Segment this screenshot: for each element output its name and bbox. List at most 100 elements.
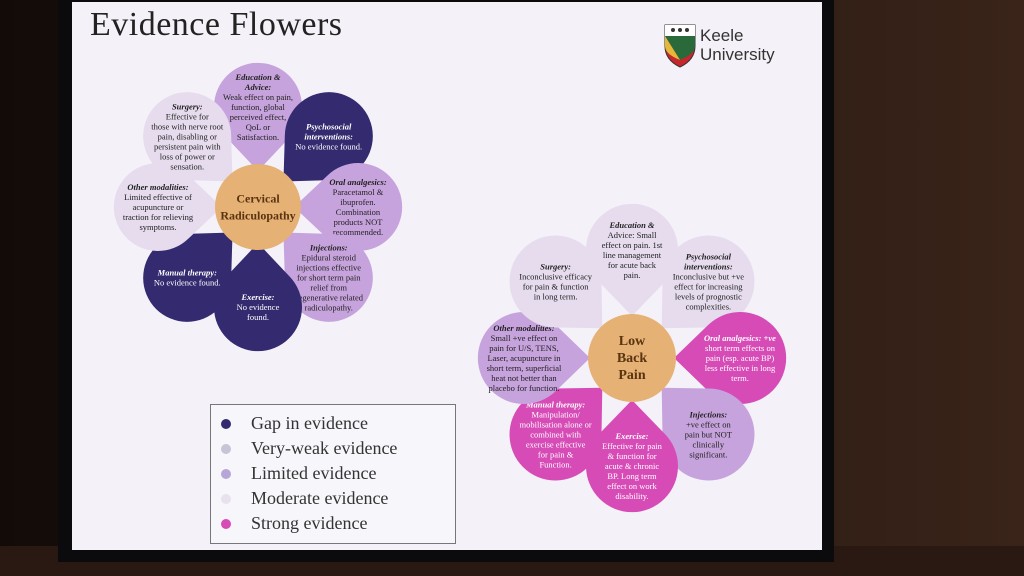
petal-text: short term, superficial [487,363,562,373]
legend-item: Limited evidence [221,461,376,486]
petal-title: Surgery: [172,101,203,111]
petal-text: persistent pain with [154,141,221,151]
legend-swatch [221,493,231,504]
petal-text: Paracetamol & [333,187,384,197]
petal-shape [283,232,373,322]
evidence-flowers-diagram: Education &Advice:Weak effect on pain,fu… [113,62,787,513]
petal-text: in long term. [534,292,578,302]
petal-text: Function. [539,459,571,469]
keele-logo-text: Keele University [700,26,775,64]
petal-text: relief from [310,283,347,293]
petal-text: Limited effective of [124,192,192,202]
petal-title: Education & [608,220,654,230]
petal-title: interventions: [304,131,353,141]
petal-exercise: Exercise:Effective for pain& function fo… [586,400,678,513]
legend-label: Very-weak evidence [251,438,398,458]
legend-label: Limited evidence [251,463,377,483]
flower-centre [588,314,676,402]
petal-title: Oral analgesics: [329,177,387,187]
legend-item: Very-weak evidence [221,436,397,461]
petal-text: line management [603,250,662,260]
flower-cervical: Education &Advice:Weak effect on pain,fu… [113,62,403,352]
legend-swatch [221,443,231,454]
petal-text: pain, disabling or [158,131,217,141]
petal-text: less effective in long [705,363,776,373]
petal-title: Manual therapy: [525,399,585,409]
keele-logo: Keele University [664,24,784,76]
petal-shape [283,92,373,182]
petal-text: QoL or [246,122,271,132]
petal-text: symptoms. [139,222,176,232]
legend-swatch [221,468,231,479]
flower-centre-label: Radiculopathy [220,209,295,223]
petal-text: perceived effect, [230,112,286,122]
petal-title: Injections: [309,243,348,253]
petal-title: Injections: [688,409,727,419]
petal-text: pain. [624,270,641,280]
petal-shape [143,92,233,182]
legend-item: Strong evidence [221,511,367,536]
petal-text: +ve effect on [686,419,732,429]
petal-text: ibuprofen. [340,197,375,207]
petal-text: Effective for [166,111,209,121]
petal-text: Weak effect on pain, [223,92,293,102]
petal-text: products NOT [334,217,384,227]
petal-text: term. [731,373,749,383]
petal-title: Education & [234,72,280,82]
petal-title: Surgery: [540,262,571,272]
petal-text: No evidence [237,302,280,312]
petal-text: BP. Long term [607,471,657,481]
petal-text: Advice: Small [608,230,658,240]
petal-text: effect on pain. 1st [602,240,663,250]
flower-centre-label: Cervical [236,192,280,206]
petal-text: Laser, acupuncture in [487,353,561,363]
petal-title: Psychosocial [306,121,352,131]
legend-swatch [221,518,231,529]
petal-shape [143,232,233,322]
petal-text: Epidural steroid [301,253,356,263]
petal-text: Effective for pain [602,441,663,451]
legend-item: Gap in evidence [221,411,368,436]
petal-shape [509,235,603,329]
petal-text: radiculopathy. [305,303,353,313]
petal-shape [214,62,302,171]
logo-line-2: University [700,45,775,64]
petal-text: acute & chronic [605,461,660,471]
slide: Evidence Flowers Keele University Educat… [72,2,822,550]
petal-other: Other modalities:Limited effective ofacu… [113,163,222,252]
petal-manual: Manual therapy:No evidence found. [143,232,233,322]
petal-text: short term effects on [705,343,776,353]
legend-label: Moderate evidence [251,488,389,508]
petal-education: Education &Advice:Weak effect on pain,fu… [214,62,302,171]
petal-title: Other modalities: [127,182,188,192]
petal-text: No evidence found. [295,141,362,151]
petal-text: mobilisation alone or [520,419,592,429]
petal-text: for pain & [538,449,574,459]
petal-shape [661,387,755,481]
legend-label: Strong evidence [251,513,368,533]
petal-text: for acute back [608,260,657,270]
legend-swatch [221,418,231,429]
petal-shape [586,400,678,513]
petal-shape [477,311,590,404]
petal-text: levels of prognostic [675,292,742,302]
keele-crest-icon [664,24,696,68]
petal-oral: Oral analgesics:Paracetamol &ibuprofen.C… [294,163,403,251]
petal-text: clinically [693,439,725,449]
petal-other: Other modalities:Small +ve effect onpain… [477,311,590,404]
petal-text: effect on work [607,481,657,491]
flower-centre-label: Back [617,351,648,366]
petal-title: interventions: [684,262,733,272]
petal-text: Inconclusive efficacy [519,272,593,282]
petal-text: injections effective [296,263,361,273]
petal-text: disability. [615,491,648,501]
petal-title: Psychosocial [686,252,732,262]
petal-text: recommended. [333,227,383,237]
petal-text: degenerative related [294,293,363,303]
